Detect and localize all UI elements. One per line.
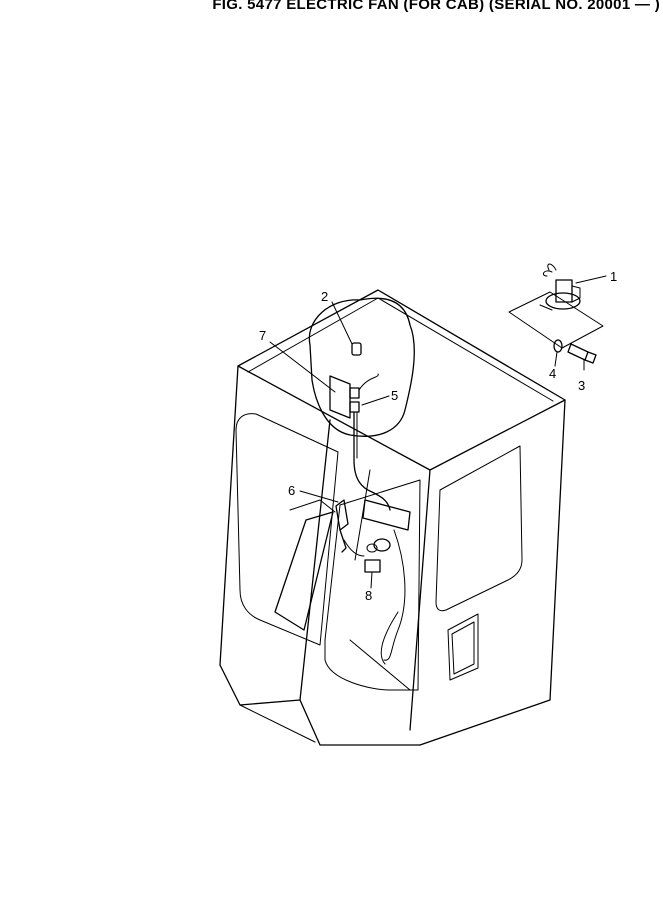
switch-icon [351, 342, 362, 356]
washer-icon [553, 339, 563, 353]
fan-icon [539, 263, 581, 311]
mounting-line [508, 291, 604, 349]
leader-lines [269, 275, 607, 589]
callout-6: 6 [288, 483, 295, 498]
callout-7: 7 [259, 328, 266, 343]
interior-box [274, 499, 336, 631]
connector-icon [349, 373, 379, 413]
callout-8: 8 [365, 588, 372, 603]
callout-3: 3 [578, 378, 585, 393]
harness-connector-icon [335, 499, 365, 557]
callout-4: 4 [549, 366, 556, 381]
bracket-icon [329, 375, 351, 419]
figure-title: FIG. 5477 ELECTRIC FAN (FOR CAB) (SERIAL… [212, 0, 660, 13]
callout-1: 1 [610, 269, 617, 284]
relay-icon [362, 499, 411, 665]
cutaway-detail [308, 297, 415, 437]
wiring-harness [353, 411, 391, 561]
cab-body [219, 289, 566, 746]
callout-2: 2 [321, 289, 328, 304]
callout-5: 5 [391, 388, 398, 403]
bolt-icon [567, 343, 597, 364]
